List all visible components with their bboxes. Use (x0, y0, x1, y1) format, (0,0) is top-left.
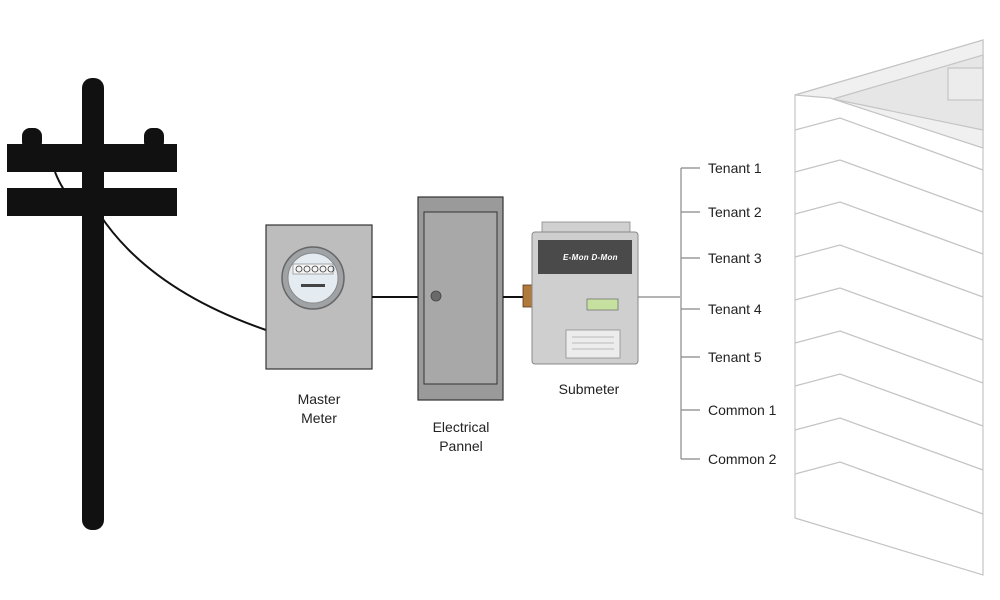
master-meter-label-line2: Meter (301, 410, 337, 426)
submeter-label: Submeter (558, 381, 620, 397)
master-meter (265, 224, 373, 370)
electrical-panel-label: Electrical Pannel (425, 418, 497, 456)
common-label: Common 2 (708, 451, 777, 467)
electrical-panel (417, 196, 504, 401)
master-meter-label: Master Meter (290, 390, 348, 428)
submeter-device (522, 221, 639, 365)
electrical-panel-label-line1: Electrical (432, 419, 490, 435)
tenant-label: Tenant 2 (708, 204, 762, 220)
tenant-label: Tenant 5 (708, 349, 762, 365)
tenant-label: Tenant 3 (708, 250, 762, 266)
submeter-brand-logo: E-Mon D-Mon (563, 253, 618, 262)
utility-pole (7, 78, 177, 530)
tenant-label: Tenant 1 (708, 160, 762, 176)
common-label: Common 1 (708, 402, 777, 418)
building (794, 39, 984, 576)
tenant-distribution-bus (680, 167, 700, 460)
tenant-label: Tenant 4 (708, 301, 762, 317)
master-meter-label-line1: Master (297, 391, 341, 407)
electrical-panel-label-line2: Pannel (439, 438, 483, 454)
service-wire (54, 171, 267, 331)
